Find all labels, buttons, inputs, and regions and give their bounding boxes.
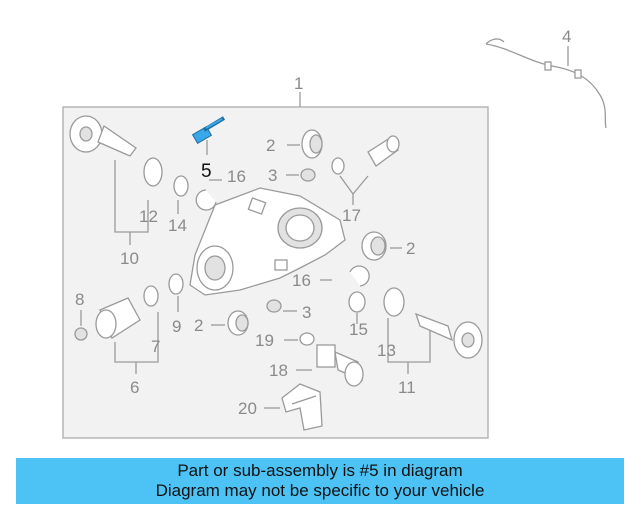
wiring-harness	[485, 38, 607, 129]
info-banner: Part or sub-assembly is #5 in diagram Di…	[16, 458, 624, 504]
seal-15	[348, 291, 366, 313]
actuator-18	[316, 344, 364, 387]
callout-15[interactable]: 15	[349, 320, 368, 339]
banner-line-2: Diagram may not be specific to your vehi…	[155, 481, 485, 500]
sensor-17	[331, 135, 400, 175]
snap-ring-right	[349, 265, 370, 287]
plug-upper	[300, 168, 316, 182]
callout-2-right[interactable]: 2	[406, 239, 415, 258]
callout-2-lower[interactable]: 2	[194, 316, 203, 335]
callout-14[interactable]: 14	[168, 216, 187, 235]
callout-16-left[interactable]: 16	[227, 167, 246, 186]
callout-7[interactable]: 7	[151, 337, 160, 356]
snap-ring-left	[195, 189, 217, 211]
callout-8[interactable]: 8	[75, 290, 84, 309]
callout-9[interactable]: 9	[172, 317, 181, 336]
parts-diagram: 1 4 5 12 14 10	[62, 27, 607, 439]
callout-6[interactable]: 6	[130, 378, 139, 397]
callout-18[interactable]: 18	[269, 361, 288, 380]
o-ring-19	[299, 332, 315, 346]
callout-19[interactable]: 19	[255, 331, 274, 350]
callout-2-upper[interactable]: 2	[266, 136, 275, 155]
callout-3-upper[interactable]: 3	[268, 166, 277, 185]
mount-bushing-lower	[227, 310, 249, 336]
differential-housing	[189, 187, 346, 296]
callout-3-lower[interactable]: 3	[302, 303, 311, 322]
plug-lower	[266, 299, 282, 313]
callout-13[interactable]: 13	[377, 341, 396, 360]
callout-17[interactable]: 17	[342, 206, 361, 225]
mount-bushing-upper	[301, 129, 323, 159]
callout-20[interactable]: 20	[238, 399, 257, 418]
callout-10[interactable]: 10	[120, 249, 139, 268]
bracket-20	[281, 383, 323, 431]
left-output-flange	[69, 115, 189, 197]
callout-16-right[interactable]: 16	[292, 271, 311, 290]
callout-1[interactable]: 1	[294, 74, 303, 93]
callout-5[interactable]: 5	[201, 161, 212, 182]
banner-line-1: Part or sub-assembly is #5 in diagram	[177, 461, 463, 480]
right-output-flange	[383, 287, 483, 359]
input-flange	[74, 273, 184, 341]
callout-12[interactable]: 12	[139, 207, 158, 226]
callout-4[interactable]: 4	[562, 27, 571, 46]
bolt-part-5[interactable]	[191, 116, 226, 145]
callout-11[interactable]: 11	[398, 378, 416, 397]
mount-bushing-right	[361, 231, 387, 261]
